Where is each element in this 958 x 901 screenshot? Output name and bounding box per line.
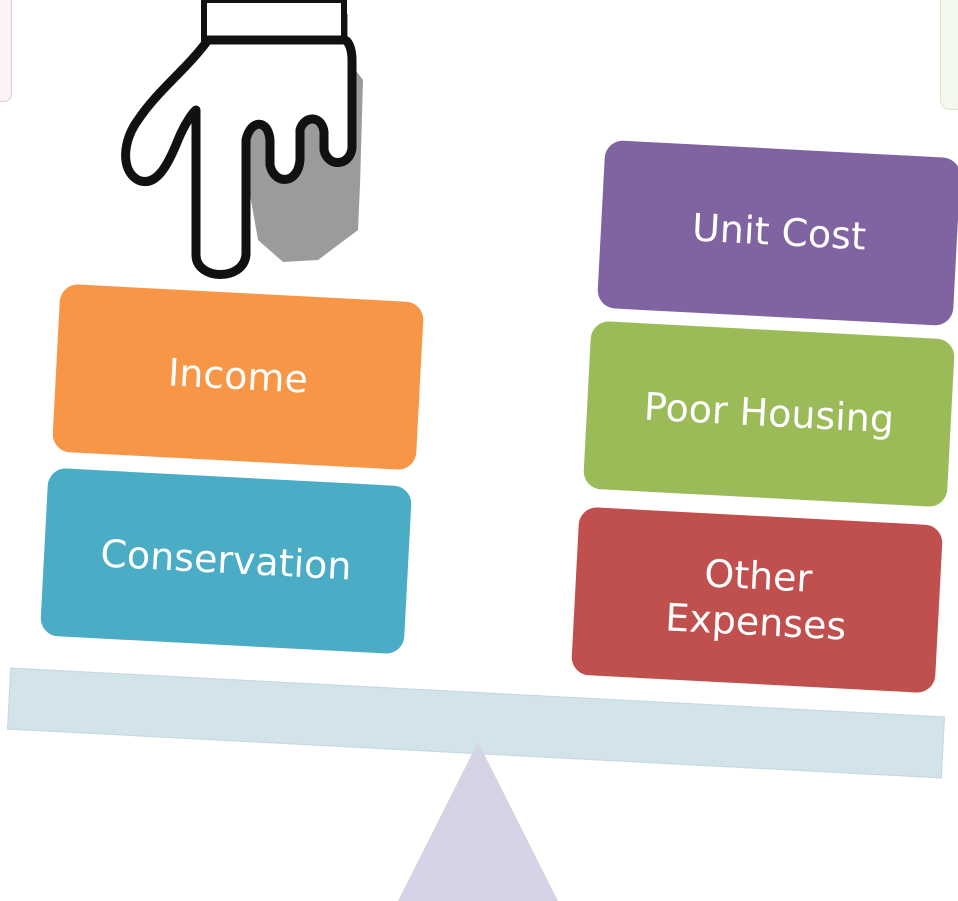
pointing-hand-icon bbox=[121, 0, 363, 279]
conservation-block: Conservation bbox=[39, 467, 413, 655]
other-expenses-label: Other Expenses bbox=[664, 551, 848, 649]
income-block: Income bbox=[51, 283, 425, 471]
scale-fulcrum bbox=[398, 742, 558, 901]
unit-cost-block: Unit Cost bbox=[596, 139, 958, 327]
corner-decoration-left bbox=[0, 0, 12, 102]
poor-housing-label: Poor Housing bbox=[642, 384, 896, 442]
income-label: Income bbox=[167, 350, 310, 402]
unit-cost-label: Unit Cost bbox=[691, 205, 868, 259]
poor-housing-block: Poor Housing bbox=[582, 320, 956, 508]
other-expenses-block: Other Expenses bbox=[570, 506, 944, 694]
corner-decoration-right bbox=[940, 0, 958, 110]
conservation-label: Conservation bbox=[99, 531, 353, 589]
